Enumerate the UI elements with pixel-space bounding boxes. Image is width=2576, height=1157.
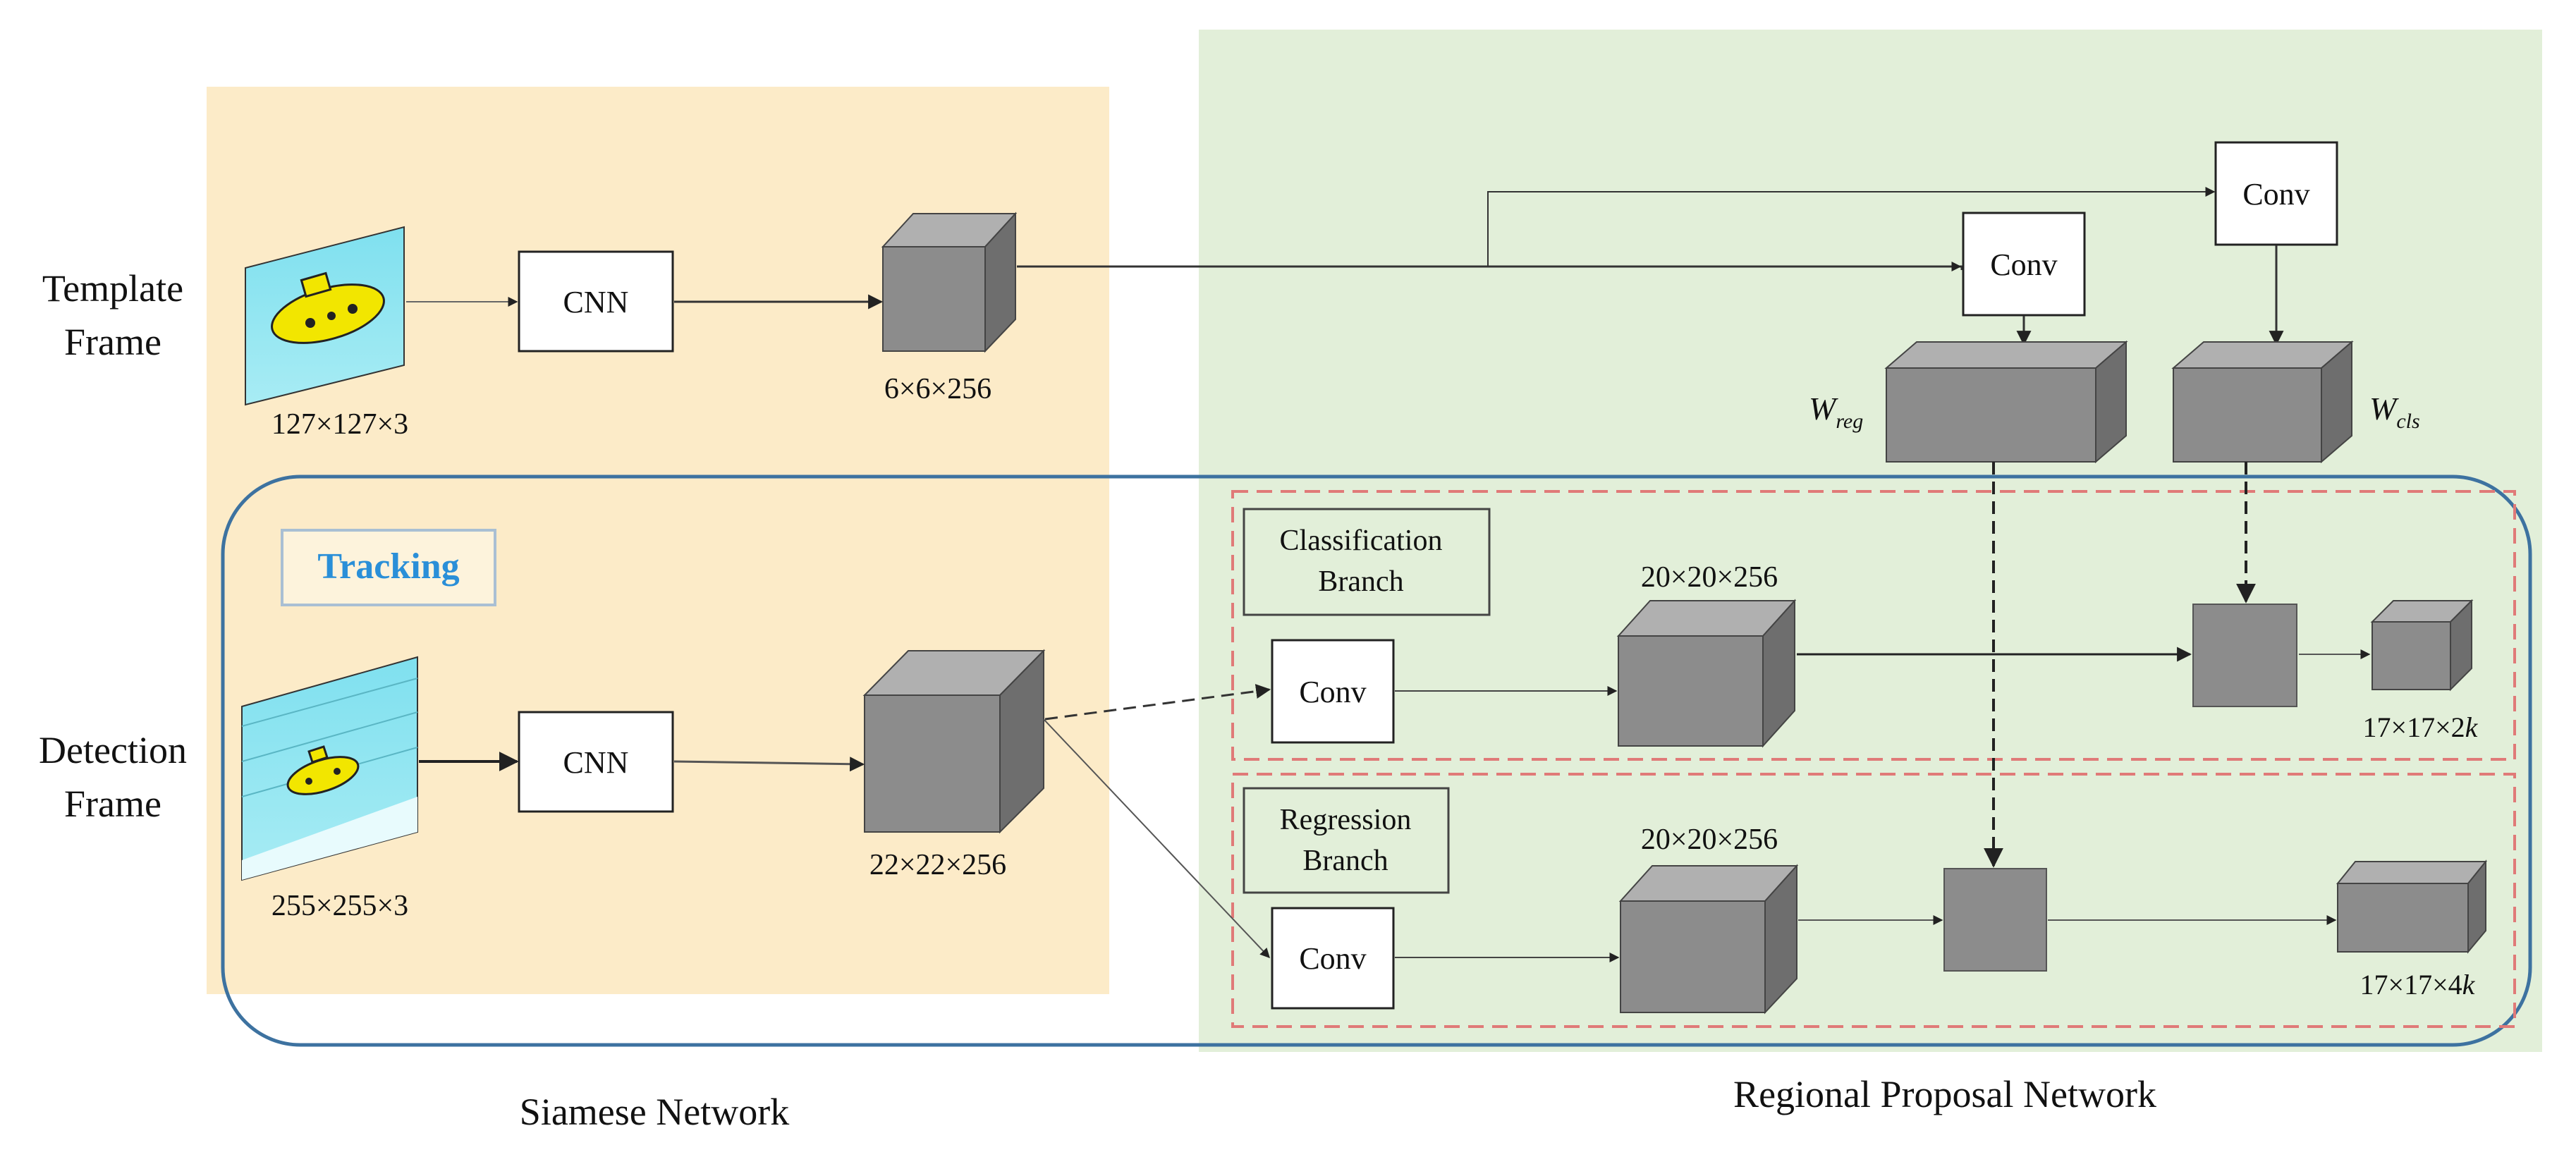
arrow-detection-to-conv-cls xyxy=(1044,684,1271,721)
template-input-size: 127×127×3 xyxy=(271,408,408,441)
yellow-submarine-icon xyxy=(271,271,385,344)
conv-cls-box xyxy=(1271,639,1395,744)
reg-output-size: 17×17×4k xyxy=(2360,969,2476,1000)
template-frame-label-line1: Template xyxy=(42,267,183,310)
classification-branch-label-line1: Classification xyxy=(1280,525,1443,557)
reg-feature-size: 20×20×256 xyxy=(1641,824,1778,856)
conv-reg-top-label: Conv xyxy=(1990,247,2057,282)
classification-branch-region xyxy=(1231,490,2516,761)
conv-reg-label: Conv xyxy=(1299,941,1366,976)
line-template-to-conv-reg xyxy=(1017,265,1963,270)
detection-feature-size: 22×22×256 xyxy=(869,849,1006,881)
tracking-label-box xyxy=(281,529,496,606)
w-cls-kernel-cube xyxy=(2171,340,2354,464)
cls-correlation-square xyxy=(2192,604,2297,707)
w-reg-label: Wreg xyxy=(1809,391,1863,433)
conv-cls-top-box xyxy=(2214,141,2338,246)
regression-branch-label-line1: Regression xyxy=(1280,804,1412,836)
classification-branch-label-box xyxy=(1243,508,1491,616)
detection-frame-label-line2: Frame xyxy=(64,783,161,825)
detection-cnn-label: CNN xyxy=(563,745,629,780)
cls-feature-size: 20×20×256 xyxy=(1641,561,1778,594)
tracking-label: Tracking xyxy=(317,546,459,587)
detection-input-size: 255×255×3 xyxy=(271,890,408,922)
tracking-outline xyxy=(221,475,2532,1047)
reg-feature-cube xyxy=(1618,864,1799,1015)
reg-correlation-square xyxy=(1943,868,2047,972)
regression-branch-label-box xyxy=(1243,787,1450,894)
conv-cls-label: Conv xyxy=(1299,675,1366,709)
template-cnn-label: CNN xyxy=(563,285,629,319)
template-cnn-box xyxy=(518,250,674,353)
conv-cls-top-label: Conv xyxy=(2242,177,2309,212)
cls-output-size: 17×17×2k xyxy=(2363,711,2479,743)
w-cls-label: Wcls xyxy=(2369,391,2420,433)
template-feature-size: 6×6×256 xyxy=(884,373,991,405)
template-feature-cube xyxy=(881,212,1018,353)
w-reg-kernel-cube xyxy=(1884,340,2128,464)
arrow-detection-cnn-to-cube xyxy=(673,757,865,772)
detection-feature-cube xyxy=(862,649,1046,834)
template-input-image xyxy=(245,226,405,406)
arrow-detection-to-conv-reg xyxy=(1043,718,1270,959)
conv-reg-box xyxy=(1271,907,1395,1010)
conv-reg-top-box xyxy=(1962,212,2086,317)
detection-input-image xyxy=(241,656,418,881)
siamese-network-footer: Siamese Network xyxy=(520,1091,789,1133)
rpn-footer: Regional Proposal Network xyxy=(1733,1073,2156,1115)
yellow-submarine-icon xyxy=(286,745,360,795)
detection-cnn-box xyxy=(518,711,674,813)
reg-output-cube xyxy=(2336,859,2488,954)
regression-branch-label-line2: Branch xyxy=(1302,845,1388,877)
line-branch-to-conv-cls xyxy=(1487,187,2216,267)
template-frame-label-line2: Frame xyxy=(64,321,161,363)
cls-output-cube xyxy=(2370,599,2474,692)
detection-frame-label-line1: Detection xyxy=(39,729,187,771)
classification-branch-label-line2: Branch xyxy=(1318,565,1403,598)
cls-feature-cube xyxy=(1616,599,1797,748)
